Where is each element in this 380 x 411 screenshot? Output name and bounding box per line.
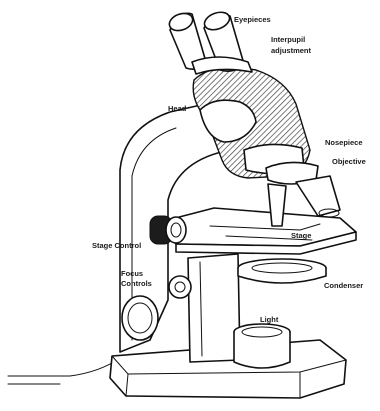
- coarse-focus-knob[interactable]: [122, 296, 158, 340]
- label-focus-line2: Controls: [121, 279, 152, 288]
- label-eyepieces: Eyepieces: [234, 15, 271, 24]
- stage-platform: [160, 208, 356, 254]
- label-interpupil-line1: Interpupil: [271, 35, 305, 44]
- label-interpupil-line2: adjustment: [271, 46, 312, 55]
- condenser-unit: [238, 259, 326, 283]
- label-nosepiece: Nosepiece: [325, 138, 363, 147]
- stage-control-knob[interactable]: [150, 216, 186, 244]
- label-stage-control: Stage Control: [92, 241, 141, 250]
- label-objective: Objective: [332, 157, 366, 166]
- label-focus-line1: Focus: [121, 269, 143, 278]
- label-head: Head: [168, 104, 187, 113]
- label-stage: Stage: [291, 231, 311, 240]
- stage-pillar: [188, 254, 240, 362]
- light-source: [234, 324, 290, 368]
- label-light: Light: [260, 315, 279, 324]
- fine-focus-knob[interactable]: [169, 276, 191, 298]
- power-cord: [8, 358, 120, 376]
- label-condenser: Condenser: [324, 281, 363, 290]
- microscope-head: [193, 68, 310, 178]
